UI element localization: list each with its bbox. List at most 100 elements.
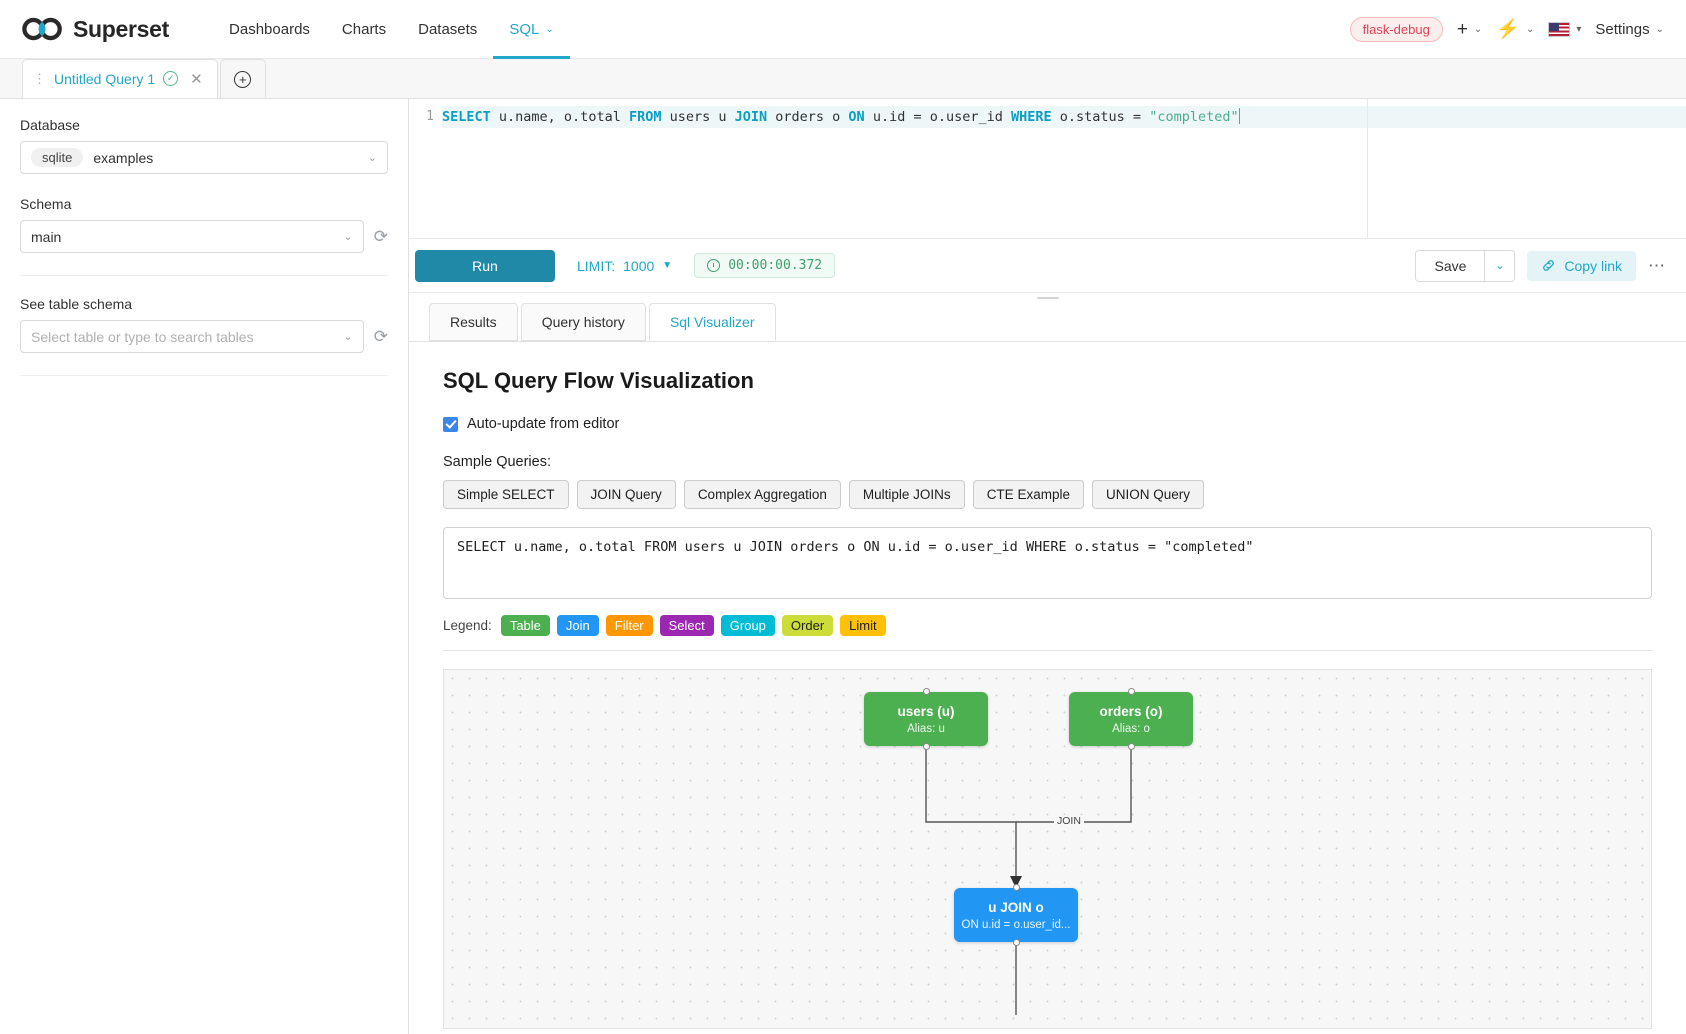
query-timer: 00:00:00.372 — [694, 253, 836, 278]
timer-value: 00:00:00.372 — [728, 258, 823, 273]
sql-keyword: SELECT — [442, 109, 491, 125]
sample-queries-label: Sample Queries: — [443, 454, 551, 470]
nav-link-dashboards[interactable]: Dashboards — [213, 0, 326, 59]
legend-label: Legend: — [443, 618, 492, 633]
flask-debug-badge: flask-debug — [1349, 16, 1443, 42]
legend-chip-order: Order — [781, 615, 834, 636]
sql-keyword: FROM — [628, 109, 662, 125]
legend-chip-select: Select — [659, 615, 714, 636]
refresh-tables-icon[interactable]: ⟳ — [373, 327, 388, 346]
legend: Legend: Table Join Filter Select Group O… — [443, 615, 1652, 636]
chevron-down-icon: ⌄ — [367, 152, 377, 164]
settings-menu[interactable]: Settings ⌄ — [1595, 21, 1664, 38]
copy-link-button[interactable]: Copy link — [1527, 250, 1636, 281]
legend-chip-limit: Limit — [840, 615, 886, 636]
quick-actions-button[interactable]: ⚡ ⌄ — [1496, 20, 1534, 39]
save-dropdown-button[interactable]: ⌄ — [1484, 250, 1515, 281]
run-button[interactable]: Run — [415, 249, 555, 282]
close-icon[interactable]: ✕ — [190, 70, 203, 88]
drag-handle-icon[interactable]: ⋮ — [33, 71, 46, 86]
flow-node-users[interactable]: users (u) Alias: u — [864, 688, 988, 750]
panel-divider — [20, 275, 388, 276]
schema-select[interactable]: main ⌄ — [20, 220, 364, 253]
database-engine-badge: sqlite — [31, 148, 84, 167]
legend-divider — [443, 650, 1652, 651]
limit-label: LIMIT: — [577, 257, 616, 274]
new-query-tab-button[interactable]: + — [219, 59, 266, 98]
more-options-button[interactable]: ⋯ — [1648, 255, 1666, 275]
database-select[interactable]: sqlite examples ⌄ — [20, 141, 388, 174]
panel-resize-handle[interactable] — [409, 293, 1686, 303]
new-item-button[interactable]: + ⌄ — [1457, 20, 1483, 39]
sql-text: u.name, o.total — [490, 109, 629, 125]
toolbar-right: Save ⌄ Copy link ⋯ — [1415, 249, 1666, 282]
query-tab-untitled-query-1[interactable]: ⋮ Untitled Query 1 ✓ ✕ — [22, 59, 218, 98]
table-select[interactable]: Select table or type to search tables ⌄ — [20, 320, 364, 353]
editor-line-number: 1 — [426, 109, 434, 124]
us-flag-icon — [1548, 21, 1571, 37]
table-row: Select table or type to search tables ⌄ … — [20, 320, 388, 353]
node-subtitle: Alias: u — [907, 722, 945, 735]
node-title: u JOIN o — [988, 899, 1044, 915]
nav-link-charts[interactable]: Charts — [326, 0, 402, 59]
left-panel: Database sqlite examples ⌄ Schema main ⌄… — [0, 99, 409, 1034]
limit-value: 1000 — [623, 257, 655, 274]
language-selector[interactable]: ▾ — [1548, 21, 1581, 37]
sql-keyword: JOIN — [734, 109, 768, 125]
tab-sql-visualizer[interactable]: Sql Visualizer — [648, 303, 776, 341]
tab-query-history[interactable]: Query history — [520, 303, 646, 341]
legend-chip-group: Group — [720, 615, 775, 636]
node-handle-bottom[interactable] — [1012, 939, 1020, 946]
save-button[interactable]: Save — [1416, 250, 1485, 281]
schema-value: main — [31, 228, 62, 245]
sample-query-union-query[interactable]: UNION Query — [1091, 480, 1204, 509]
database-label: Database — [20, 117, 80, 133]
tab-results[interactable]: Results — [429, 303, 518, 341]
auto-update-checkbox[interactable] — [443, 416, 458, 432]
sql-text: o.status = — [1051, 109, 1150, 125]
sql-visualizer-panel: SQL Query Flow Visualization Auto-update… — [409, 342, 1686, 1034]
superset-logo-icon — [22, 17, 62, 41]
legend-chip-table: Table — [500, 615, 550, 636]
sql-text: u.id = o.user_id — [864, 109, 1011, 125]
flow-node-join[interactable]: u JOIN o ON u.id = o.user_id... — [954, 884, 1078, 946]
sample-query-cte-example[interactable]: CTE Example — [972, 480, 1084, 509]
result-tabs: Results Query history Sql Visualizer — [409, 303, 1686, 342]
legend-chip-filter: Filter — [605, 615, 653, 636]
page-title: SQL Query Flow Visualization — [443, 368, 754, 393]
refresh-schema-icon[interactable]: ⟳ — [373, 227, 388, 246]
right-panel: 1 SELECT u.name, o.total FROM users u JO… — [409, 99, 1686, 1034]
sql-string: "completed" — [1149, 109, 1239, 125]
sample-query-complex-aggregation[interactable]: Complex Aggregation — [683, 480, 841, 509]
lightning-bolt-icon: ⚡ — [1496, 18, 1520, 40]
node-handle-top[interactable] — [1127, 688, 1135, 695]
node-handle-bottom[interactable] — [922, 743, 930, 750]
nav-link-datasets[interactable]: Datasets — [402, 0, 493, 59]
node-handle-top[interactable] — [1012, 884, 1020, 891]
save-button-group: Save ⌄ — [1415, 249, 1516, 282]
chevron-down-icon: ⌄ — [1655, 23, 1664, 35]
sample-query-join-query[interactable]: JOIN Query — [576, 480, 676, 509]
node-title: users (u) — [897, 703, 955, 719]
sql-keyword: ON — [848, 109, 865, 125]
flow-node-orders[interactable]: orders (o) Alias: o — [1069, 688, 1193, 750]
brand-name: Superset — [73, 15, 170, 42]
node-handle-top[interactable] — [922, 688, 930, 695]
node-handle-bottom[interactable] — [1127, 743, 1135, 750]
editor-active-line — [442, 106, 1686, 128]
nav-link-sql[interactable]: SQL ⌄ — [493, 0, 569, 59]
limit-dropdown[interactable]: LIMIT: 1000 ▼ — [577, 258, 672, 274]
superset-brand[interactable]: Superset — [22, 16, 169, 43]
sql-text: users u — [661, 109, 735, 125]
sample-query-simple-select[interactable]: Simple SELECT — [443, 480, 569, 509]
caret-down-icon: ▼ — [662, 260, 673, 271]
text-cursor — [1238, 108, 1240, 124]
flow-canvas[interactable]: JOIN users (u) Alias: u orders (o) Alias… — [443, 669, 1652, 1029]
legend-chip-join: Join — [556, 615, 599, 636]
editor-code: SELECT u.name, o.total FROM users u JOIN… — [442, 106, 1240, 128]
table-placeholder: Select table or type to search tables — [31, 328, 254, 345]
database-value: examples — [93, 149, 154, 166]
sql-input-textarea[interactable] — [443, 527, 1652, 599]
sql-editor[interactable]: 1 SELECT u.name, o.total FROM users u JO… — [409, 99, 1686, 239]
sample-query-multiple-joins[interactable]: Multiple JOINs — [848, 480, 965, 509]
